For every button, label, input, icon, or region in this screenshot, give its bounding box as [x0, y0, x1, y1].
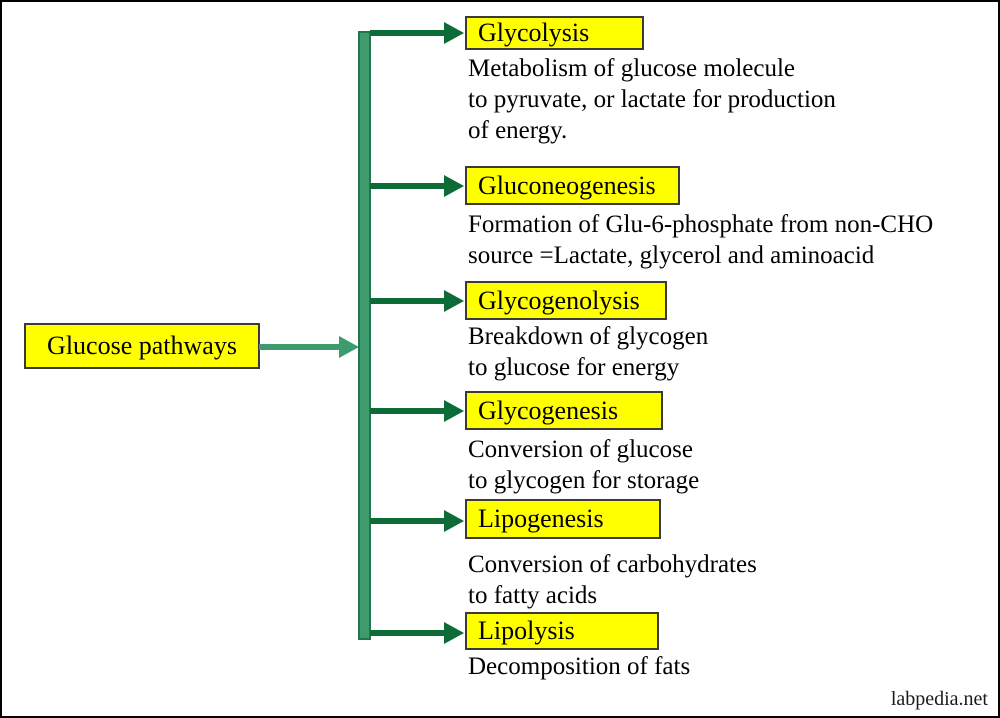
- description-line: Decomposition of fats: [468, 653, 691, 680]
- branch-arrow-glycolysis: [370, 22, 464, 44]
- branch-arrow-lipogenesis: [370, 510, 464, 532]
- root-node-glucose-pathways: Glucose pathways: [24, 323, 260, 369]
- arrowhead-icon: [444, 400, 464, 422]
- arrow-line: [370, 630, 446, 636]
- pathway-node-label: Glycogenesis: [478, 395, 619, 425]
- pathway-node-lipolysis: Lipolysis: [465, 612, 659, 650]
- pathway-node-label: Glycolysis: [478, 18, 590, 47]
- description-line: Formation of Glu-6-phosphate from non-CH…: [468, 211, 934, 238]
- root-connector-arrow: [259, 336, 359, 358]
- branch-arrow-lipolysis: [370, 622, 464, 644]
- watermark-text: labpedia.net: [890, 688, 988, 710]
- arrowhead-icon: [444, 175, 464, 197]
- pathway-node-glycolysis: Glycolysis: [465, 16, 644, 50]
- pathway-node-label: Lipogenesis: [478, 504, 604, 533]
- pathway-node-label: Glycogenolysis: [478, 285, 640, 315]
- description-line: to pyruvate, or lactate for production: [468, 86, 836, 113]
- pathway-description-glycogenesis: Conversion of glucose to glycogen for st…: [468, 434, 699, 496]
- pathway-description-lipogenesis: Conversion of carbohydrates to fatty aci…: [468, 549, 757, 611]
- branch-arrow-gluconeogenesis: [370, 175, 464, 197]
- arrowhead-icon: [444, 510, 464, 532]
- description-line: of energy.: [468, 117, 568, 144]
- arrowhead-icon: [444, 290, 464, 312]
- pathway-node-label: Lipolysis: [478, 616, 575, 645]
- arrowhead-icon: [444, 622, 464, 644]
- pathway-node-lipogenesis: Lipogenesis: [465, 499, 661, 539]
- description-line: Conversion of carbohydrates: [468, 551, 757, 578]
- arrow-line: [259, 344, 341, 350]
- branch-arrow-glycogenolysis: [370, 290, 464, 312]
- arrowhead-icon: [444, 22, 464, 44]
- description-line: source =Lactate, glycerol and aminoacid: [468, 242, 875, 269]
- pathway-description-glycogenolysis: Breakdown of glycogen to glucose for ene…: [468, 321, 708, 383]
- trunk-bar: [358, 31, 371, 640]
- arrow-line: [370, 298, 446, 304]
- description-line: to glycogen for storage: [468, 467, 700, 494]
- pathway-description-glycolysis: Metabolism of glucose molecule to pyruva…: [468, 53, 836, 146]
- pathway-node-label: Gluconeogenesis: [478, 170, 656, 200]
- pathway-node-glycogenolysis: Glycogenolysis: [465, 281, 667, 320]
- arrow-line: [370, 30, 446, 36]
- description-line: to fatty acids: [468, 582, 598, 609]
- pathway-node-glycogenesis: Glycogenesis: [465, 391, 663, 430]
- arrow-line: [370, 408, 446, 414]
- description-line: Metabolism of glucose molecule: [468, 55, 796, 82]
- branch-arrow-glycogenesis: [370, 400, 464, 422]
- description-line: Conversion of glucose: [468, 436, 693, 463]
- description-line: to glucose for energy: [468, 354, 680, 381]
- arrowhead-icon: [339, 336, 359, 358]
- arrow-line: [370, 183, 446, 189]
- pathway-description-lipolysis: Decomposition of fats: [468, 651, 690, 682]
- root-node-label: Glucose pathways: [47, 331, 237, 360]
- arrow-line: [370, 518, 446, 524]
- pathway-node-gluconeogenesis: Gluconeogenesis: [465, 166, 680, 205]
- description-line: Breakdown of glycogen: [468, 323, 709, 350]
- pathway-description-gluconeogenesis: Formation of Glu-6-phosphate from non-CH…: [468, 209, 933, 271]
